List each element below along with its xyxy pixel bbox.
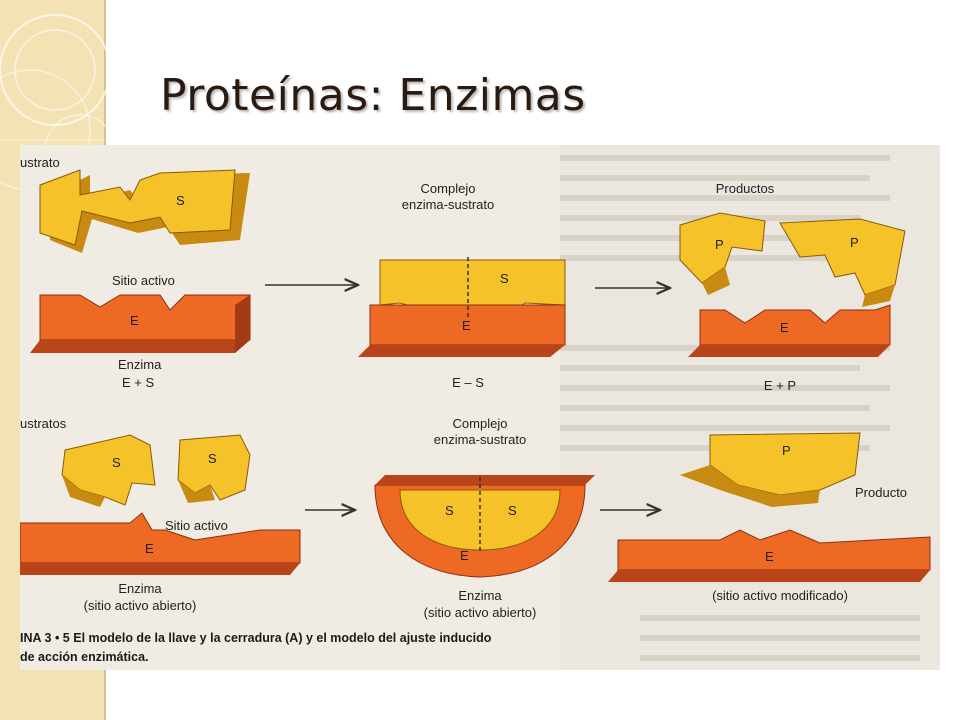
product-shape-bottom (680, 432, 861, 507)
top-left-label: ustrato (20, 155, 60, 170)
enzyme-figure: ustrato S E Sitio activo Enzima E + S Co… (20, 145, 940, 670)
label-s: S (500, 271, 509, 286)
modified-label: (sitio activo modificado) (712, 588, 848, 603)
label-e: E (462, 318, 471, 333)
enzyme-open-label: (sitio activo abierto) (84, 598, 197, 613)
label-s: S (176, 193, 185, 208)
product-shape-left (679, 212, 766, 295)
label-e: E (460, 548, 469, 563)
middle-enzyme-label: Enzima (458, 588, 502, 603)
label-e: E (145, 541, 154, 556)
enzyme-shape-top-left (30, 294, 251, 353)
label-p: P (782, 443, 791, 458)
caption-line1: INA 3 • 5 El modelo de la llave y la cer… (20, 631, 492, 645)
active-site-label: Sitio activo (165, 518, 228, 533)
products-label: Productos (716, 181, 775, 196)
product-label: Producto (855, 485, 907, 500)
complex-label-line1: Complejo (421, 181, 476, 196)
caption-line2: de acción enzimática. (20, 650, 149, 664)
active-site-label: Sitio activo (112, 273, 175, 288)
enzyme-substrate-complex-top (358, 257, 566, 357)
formula-middle: E – S (452, 375, 484, 390)
enzyme-shape-bottom-right (608, 529, 931, 582)
formula-left: E + S (122, 375, 154, 390)
label-s: S (208, 451, 217, 466)
label-e: E (130, 313, 139, 328)
formula-right: E + P (764, 378, 796, 393)
label-s: S (112, 455, 121, 470)
middle-open-label: (sitio activo abierto) (424, 605, 537, 620)
enzyme-substrate-complex-bottom (374, 475, 595, 578)
label-p: P (715, 237, 724, 252)
substrate-shape-top-left (39, 169, 250, 253)
complex-label-line2: enzima-sustrato (402, 197, 494, 212)
label-e: E (780, 320, 789, 335)
label-s: S (508, 503, 517, 518)
label-e: E (765, 549, 774, 564)
label-s: S (445, 503, 454, 518)
bottom-left-label: ustratos (20, 416, 67, 431)
complex-label-line2: enzima-sustrato (434, 432, 526, 447)
enzyme-shape-top-right (688, 304, 891, 357)
complex-label-line1: Complejo (453, 416, 508, 431)
enzyme-label: Enzima (118, 581, 162, 596)
enzyme-shape-bottom-left (20, 512, 301, 575)
enzyme-label: Enzima (118, 357, 162, 372)
slide-title: Proteínas: Enzimas (160, 70, 586, 121)
enzyme-diagram: ustrato S E Sitio activo Enzima E + S Co… (20, 145, 940, 670)
label-p: P (850, 235, 859, 250)
substrate-shape-bottom-left-2 (177, 434, 251, 503)
product-shape-right (779, 218, 906, 307)
substrate-shape-bottom-left-1 (61, 434, 156, 507)
